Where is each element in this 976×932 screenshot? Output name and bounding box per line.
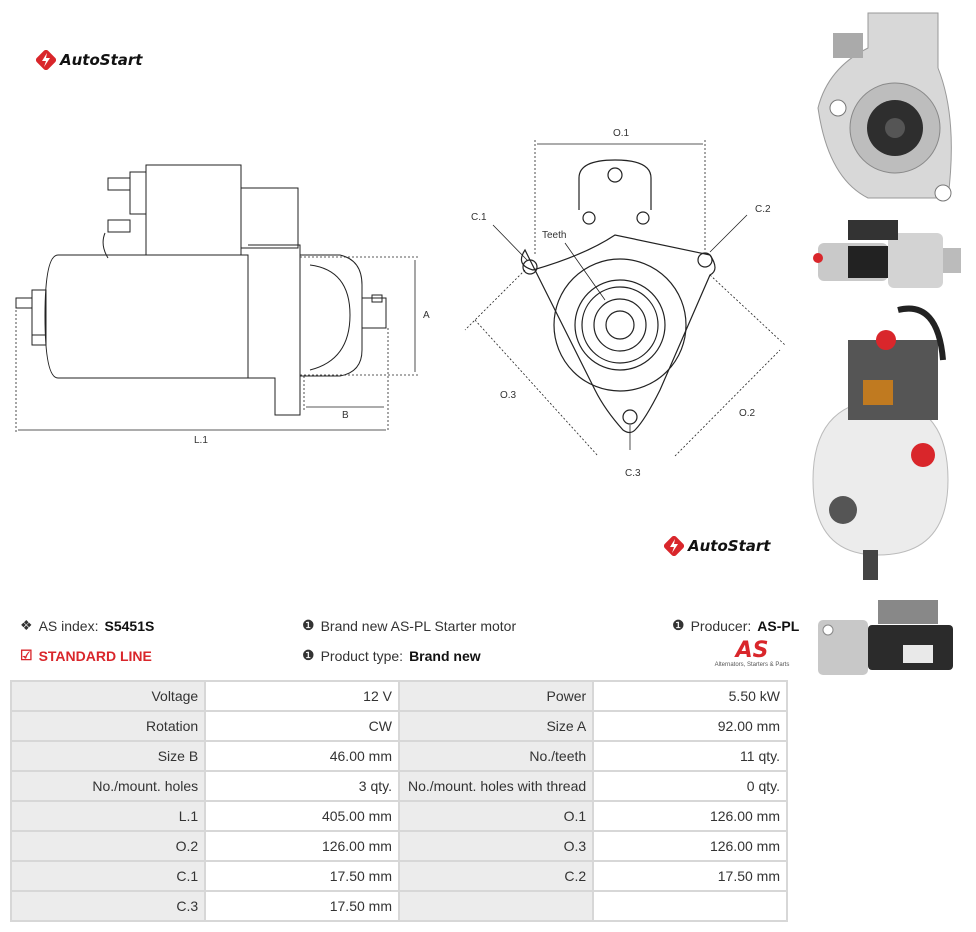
- spec-label: No./mount. holes with thread: [397, 770, 595, 802]
- spec-label: [397, 890, 595, 922]
- info-icon: ❶: [302, 617, 315, 633]
- label-teeth: Teeth: [542, 230, 566, 241]
- spec-label: C.1: [9, 860, 207, 892]
- label-c2: C.2: [755, 204, 771, 215]
- spec-label: Rotation: [9, 710, 207, 742]
- spec-value: 0 qty.: [592, 770, 788, 802]
- spec-label: No./mount. holes: [9, 770, 207, 802]
- info-icon: ❶: [672, 617, 685, 633]
- spec-value: 11 qty.: [592, 740, 788, 772]
- spec-label: Voltage: [9, 680, 207, 712]
- check-square-icon: ☑: [20, 647, 33, 663]
- autostart-logo-icon: [36, 50, 56, 70]
- spec-label: L.1: [9, 800, 207, 832]
- autostart-logo-top: AutoStart: [36, 50, 142, 70]
- as-index: ❖ AS index: S5451S: [20, 617, 154, 634]
- description-text: Brand new AS-PL Starter motor: [320, 617, 517, 634]
- label-o3: O.3: [500, 390, 517, 401]
- producer-label: Producer:: [690, 617, 752, 634]
- spec-label: Size B: [9, 740, 207, 772]
- front-view-drawing: O.1 C.1 C.2 Teeth O.3 O.2 C.3: [464, 128, 786, 479]
- spec-value: 46.00 mm: [204, 740, 400, 772]
- spec-label: C.2: [397, 860, 595, 892]
- spec-value: 126.00 mm: [592, 800, 788, 832]
- producer-logo-mark: AS: [735, 638, 769, 663]
- spec-value: 92.00 mm: [592, 710, 788, 742]
- brand-name: AutoStart: [60, 51, 143, 69]
- product-photo-rear-image: [812, 305, 949, 580]
- producer-tagline: Alternators, Starters & Parts: [714, 662, 790, 668]
- spec-label: Power: [397, 680, 595, 712]
- spec-label: C.3: [9, 890, 207, 922]
- label-o1: O.1: [613, 128, 630, 139]
- brand-name: AutoStart: [688, 537, 771, 555]
- spec-value: 5.50 kW: [592, 680, 788, 712]
- product-photo-rear[interactable]: [808, 300, 966, 582]
- label-c1: C.1: [471, 212, 487, 223]
- spec-value: 126.00 mm: [592, 830, 788, 862]
- spec-value: 17.50 mm: [592, 860, 788, 892]
- label-o2: O.2: [739, 408, 756, 419]
- standard-line-label: STANDARD LINE: [38, 647, 152, 664]
- side-view-drawing: A B L.1: [15, 164, 430, 446]
- product-photo-side[interactable]: [808, 208, 966, 298]
- spec-value: 126.00 mm: [204, 830, 400, 862]
- info-icon: ❶: [302, 647, 315, 663]
- label-a: A: [423, 310, 430, 321]
- spec-value: 17.50 mm: [204, 860, 400, 892]
- spec-value: 3 qty.: [204, 770, 400, 802]
- description: ❶ Brand new AS-PL Starter motor: [302, 617, 516, 634]
- label-c3: C.3: [625, 468, 641, 479]
- product-type: ❶ Product type: Brand new: [302, 647, 481, 664]
- spec-value: CW: [204, 710, 400, 742]
- product-photo-front[interactable]: [808, 8, 966, 208]
- product-photo-front-image: [817, 12, 952, 202]
- product-type-value: Brand new: [409, 647, 481, 664]
- product-photo-angled[interactable]: [808, 590, 966, 685]
- product-type-label: Product type:: [320, 647, 404, 664]
- label-b: B: [342, 410, 349, 421]
- producer: ❶ Producer: AS-PL: [672, 617, 799, 634]
- standard-line: ☑ STANDARD LINE: [20, 647, 152, 664]
- product-photo-angled-image: [818, 600, 953, 675]
- autostart-logo-bottom: AutoStart: [664, 536, 770, 556]
- spec-label: Size A: [397, 710, 595, 742]
- spec-value: 12 V: [204, 680, 400, 712]
- spec-label: O.2: [9, 830, 207, 862]
- as-index-value: S5451S: [104, 617, 155, 634]
- tag-icon: ❖: [20, 617, 33, 633]
- spec-value: 405.00 mm: [204, 800, 400, 832]
- spec-label: O.3: [397, 830, 595, 862]
- autostart-logo-icon: [664, 536, 684, 556]
- as-index-label: AS index:: [38, 617, 99, 634]
- spec-label: No./teeth: [397, 740, 595, 772]
- spec-value: 17.50 mm: [204, 890, 400, 922]
- producer-logo: AS Alternators, Starters & Parts: [712, 638, 792, 669]
- product-photo-side-image: [813, 220, 961, 288]
- spec-value: [592, 890, 788, 922]
- spec-label: O.1: [397, 800, 595, 832]
- producer-value: AS-PL: [757, 617, 800, 634]
- label-l1: L.1: [194, 435, 208, 446]
